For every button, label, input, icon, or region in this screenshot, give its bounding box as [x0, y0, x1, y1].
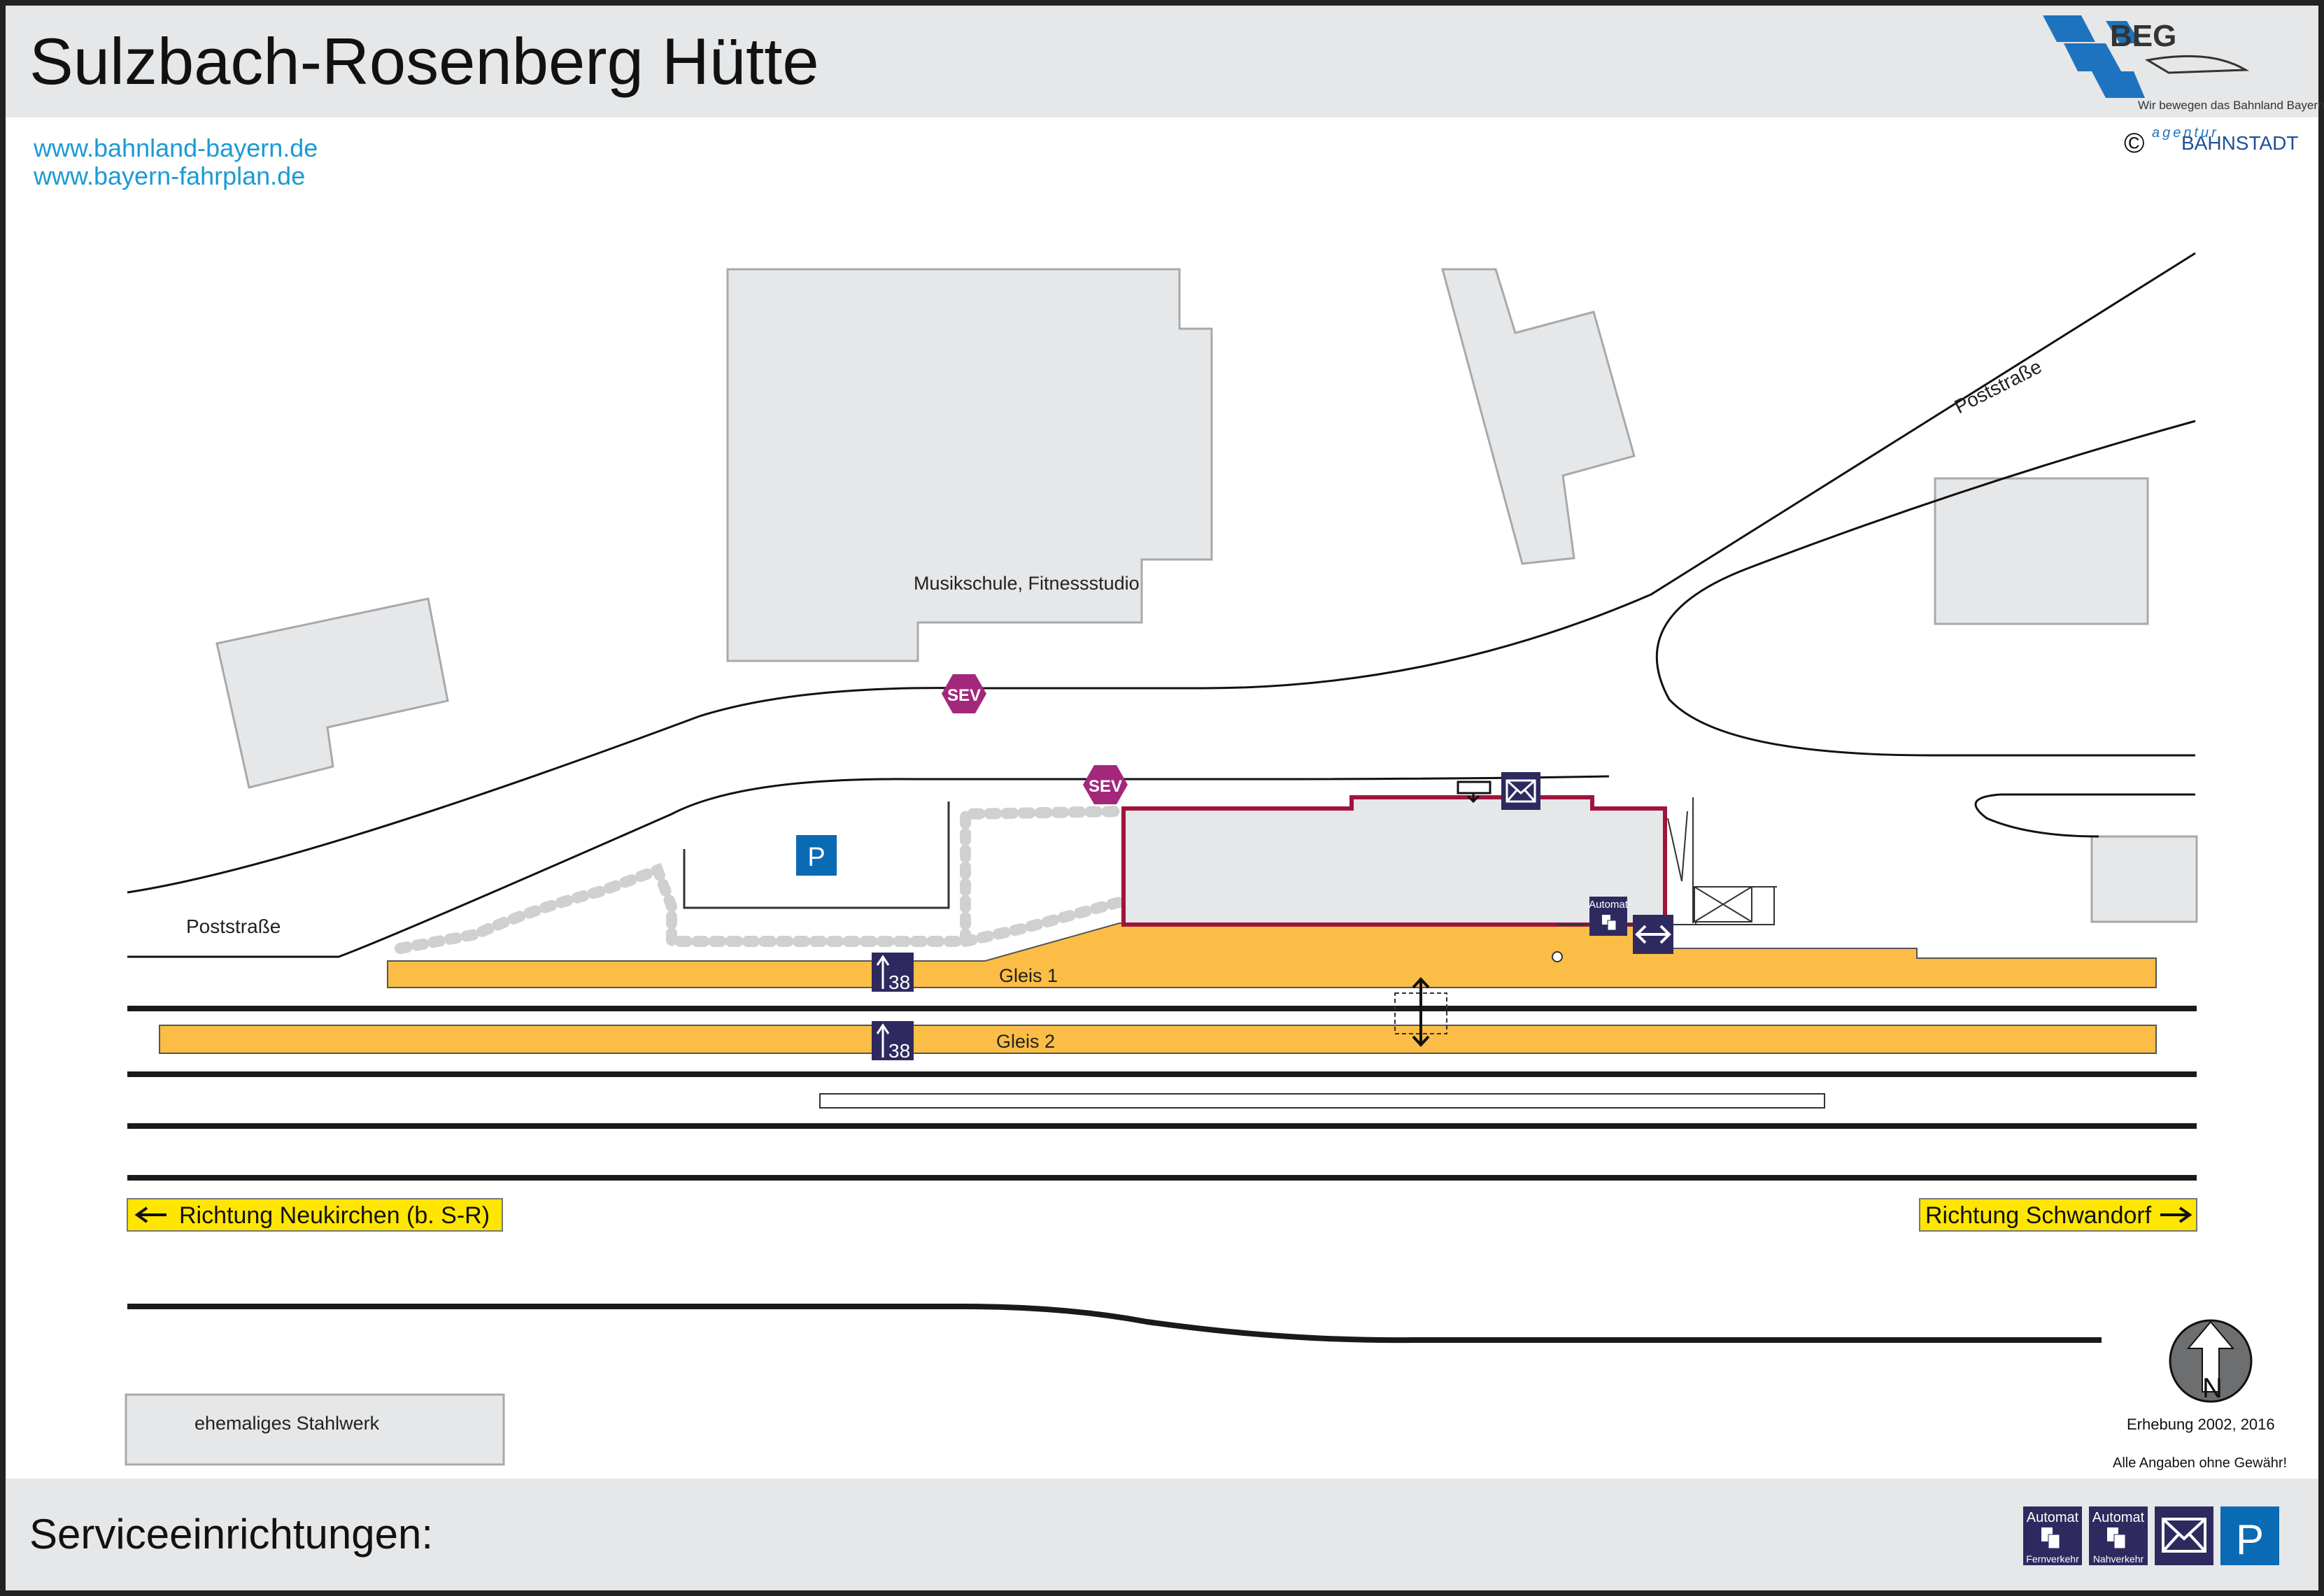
sev-label-north: SEV: [947, 686, 981, 705]
east-ramp-lines: [1667, 797, 1694, 923]
service-2-top: Automat: [2092, 1510, 2145, 1525]
service-1-top: Automat: [2027, 1510, 2079, 1525]
website-link-bahnland[interactable]: www.bahnland-bayern.de: [33, 134, 318, 162]
transfer-arrows-icon[interactable]: [1633, 915, 1673, 954]
road-poststrasse-north: [127, 252, 2196, 894]
freight-platform: [819, 1093, 1825, 1109]
agency-name: BAHNSTADT: [2181, 132, 2299, 154]
north-label: N: [2202, 1373, 2223, 1404]
train-silhouette-icon: [2144, 55, 2250, 74]
agency-credit: © agentur BAHNSTADT: [2124, 125, 2299, 159]
services-title: Serviceeinrichtungen:: [29, 1511, 433, 1558]
service-ticket-machine-regional[interactable]: Automat Nahverkehr: [2089, 1506, 2148, 1565]
service-1-bottom: Fernverkehr: [2026, 1553, 2079, 1565]
service-parking[interactable]: P: [2220, 1506, 2279, 1565]
road-east-curve: [1655, 420, 2196, 757]
mailbox-icon[interactable]: [1501, 772, 1540, 810]
bavaria-diamonds-icon: [2043, 15, 2145, 98]
beg-logo[interactable]: BEG Wir bewegen das Bahnland Bayern: [2043, 15, 2324, 112]
platform-height-2: 38: [888, 1040, 910, 1062]
ticket-machine-map-label: Automat: [1589, 899, 1629, 911]
arrow-left-icon: [134, 1206, 166, 1223]
website-link-fahrplan[interactable]: www.bayern-fahrplan.de: [33, 162, 305, 190]
mail-icon: [2162, 1518, 2206, 1553]
direction-sign-east: Richtung Schwandorf: [1919, 1198, 2197, 1232]
road-east-spur: [1974, 793, 2195, 838]
street-label-poststrasse-west: Poststraße: [186, 915, 281, 937]
building-north-east: [1441, 268, 1636, 565]
entrance-step-icon: [1457, 781, 1492, 804]
direction-west-label: Richtung Neukirchen (b. S-R): [179, 1202, 490, 1229]
building-steelworks-label: ehemaliges Stahlwerk: [194, 1413, 380, 1434]
direction-east-label: Richtung Schwandorf: [1925, 1202, 2152, 1229]
road-poststrasse-south: [127, 775, 1610, 958]
service-parking-label: P: [2236, 1516, 2264, 1563]
footer-band: [6, 1479, 2318, 1590]
station-building: [1121, 795, 1667, 927]
arrow-right-icon: [2160, 1206, 2192, 1223]
platform-height-1: 38: [888, 971, 910, 993]
platform-gleis-1: [387, 922, 2157, 988]
ticket-machine-map-icon[interactable]: Automat: [1589, 897, 1629, 936]
building-west: [215, 597, 449, 789]
direction-sign-west: Richtung Neukirchen (b. S-R): [127, 1198, 503, 1232]
platform-gleis-2: [159, 1025, 2157, 1054]
parking-lot-outline: [683, 801, 950, 909]
footpath-west: [395, 806, 1125, 954]
track-curved: [127, 1304, 2102, 1344]
building-music-school: [726, 268, 1213, 662]
copyright-symbol: ©: [2124, 128, 2144, 159]
parking-symbol: P: [807, 843, 825, 872]
platform-gleis-2-label: Gleis 2: [996, 1031, 1055, 1052]
building-east: [1934, 477, 2149, 625]
sev-stop-station[interactable]: SEV: [1083, 765, 1128, 804]
beg-slogan: Wir bewegen das Bahnland Bayern: [2138, 99, 2324, 112]
sev-stop-north[interactable]: SEV: [942, 674, 986, 713]
footpath-platform-link: [960, 897, 1125, 947]
service-mailbox[interactable]: [2155, 1506, 2213, 1565]
agency-prefix: agentur: [2152, 125, 2219, 141]
disclaimer: Alle Angaben ohne Gewähr!: [2113, 1455, 2287, 1471]
sev-label-station: SEV: [1089, 777, 1122, 796]
parking-icon: [2220, 1506, 2279, 1565]
level-crossing: [1394, 992, 1447, 1034]
building-steelworks: [125, 1393, 505, 1466]
building-far-east: [2090, 835, 2198, 923]
crossing-arrows-icon: [1412, 977, 1430, 1047]
platform-height-badge-2: 38: [872, 1021, 914, 1062]
survey-year: Erhebung 2002, 2016: [2127, 1416, 2275, 1433]
platform-height-badge-1: 38: [872, 953, 914, 993]
up-arrow-icon: [876, 955, 890, 989]
up-arrow-icon: [876, 1023, 890, 1057]
service-2-bottom: Nahverkehr: [2093, 1553, 2144, 1565]
page-title: Sulzbach-Rosenberg Hütte: [29, 24, 819, 98]
parking-icon[interactable]: [796, 835, 837, 876]
beg-logo-name: BEG: [2110, 19, 2176, 53]
header-band: [6, 6, 2318, 117]
north-arrow-icon: N: [2169, 1319, 2253, 1404]
shelter-cross: [1694, 886, 1752, 922]
building-music-school-label: Musikschule, Fitnessstudio: [914, 573, 1140, 594]
platform-gleis-1-label: Gleis 1: [999, 965, 1058, 986]
lamp-post: [1552, 951, 1563, 962]
service-ticket-machine-long-distance[interactable]: Automat Fernverkehr: [2023, 1506, 2082, 1565]
